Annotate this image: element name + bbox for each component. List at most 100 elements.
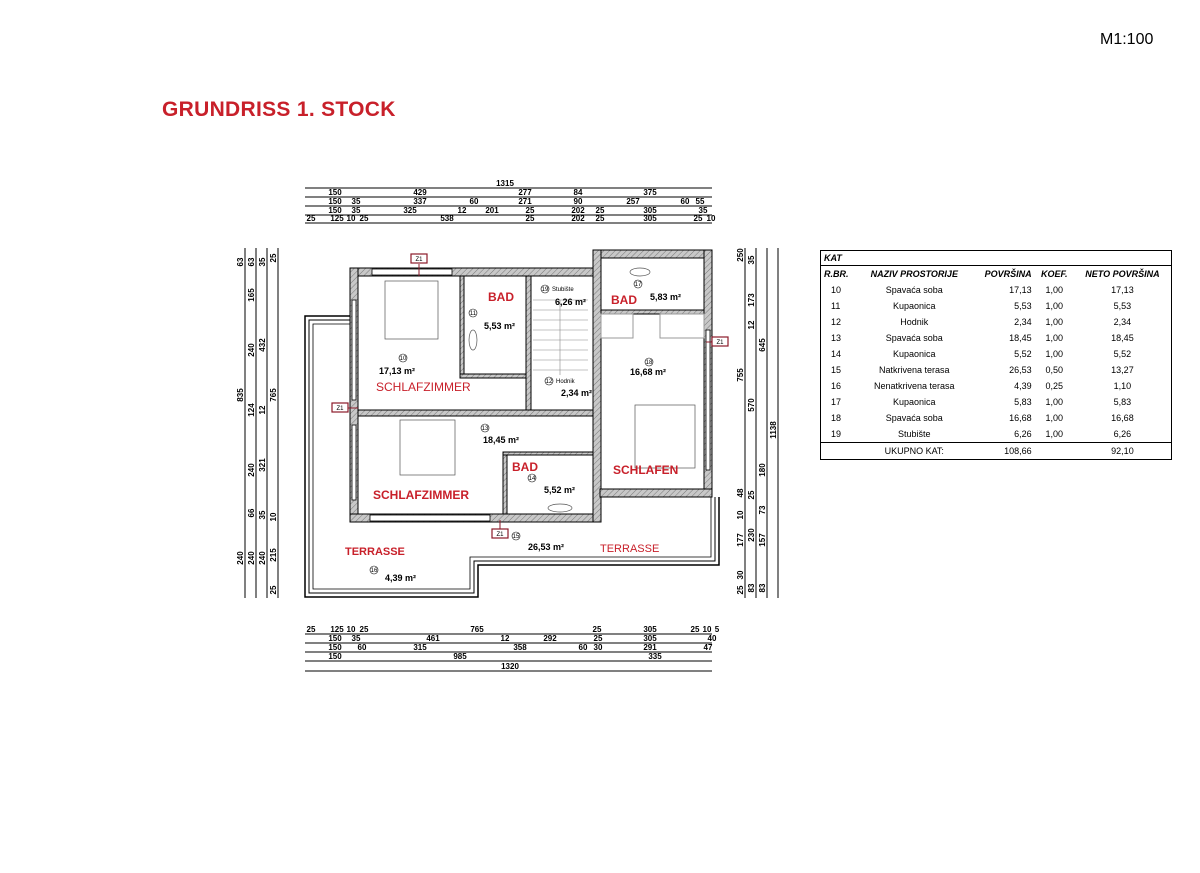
dimension-label: 60 [470,197,479,206]
gross-area: 5,53 [1014,301,1032,311]
dimension-label: 5 [715,625,720,634]
dimension-label: 25 [526,214,535,223]
dimension-label: 432 [258,338,267,352]
room-number: 17 [635,282,642,288]
room-terrasse-15: 15 26,53 m² TERRASSE [511,531,659,555]
dimension-label: 240 [247,551,256,565]
section-tags: Z1 Z1 Z1 Z1 [331,253,729,539]
dimension-label: 63 [247,257,256,266]
dimension-label: 358 [513,643,527,652]
net-area: 5,52 [1113,349,1132,359]
dimension-label: 538 [440,214,454,223]
windows [351,268,711,522]
dimension-label: 35 [747,255,756,264]
room-schlafzimmer-13: 13 18,45 m² SCHLAFZIMMER [373,423,519,502]
dimension-label: 165 [247,288,256,302]
dimension-label: 48 [736,488,745,497]
dimension-label: 83 [758,583,767,592]
room-number: 12 [546,379,553,385]
room-label: SCHLAFZIMMER [373,488,469,502]
dimension-label: 30 [594,643,603,652]
dimension-label: 60 [681,197,690,206]
section-tag: Z1 [496,532,504,538]
room-bad-11: BAD 11 5,53 m² [468,290,515,331]
room-number: 13 [482,426,489,432]
room-name: Spavaća soba [885,413,943,423]
room-number: 14 [529,476,536,482]
room-label: Stubište [552,287,574,293]
dimension-label: 150 [328,206,342,215]
dimension-label: 335 [648,652,662,661]
dimension-label: 25 [360,214,369,223]
dimension-label: 63 [236,257,245,266]
room-name: Spavaća soba [885,333,943,343]
dimension-label: 25 [747,490,756,499]
room-terrasse-16: TERRASSE 16 4,39 m² [345,546,416,583]
room-name: Kupaonica [893,301,936,311]
gross-area: 17,13 [1009,285,1032,295]
room-label: BAD [488,290,514,304]
dimension-label: 30 [736,570,745,579]
dimension-label: 277 [518,188,532,197]
gross-area: 26,53 [1009,365,1032,375]
coefficient: 1,00 [1045,429,1064,439]
net-area: 6,26 [1113,429,1132,439]
net-area: 13,27 [1111,365,1134,375]
dimension-label: 570 [747,398,756,412]
room-name: Nenatkrivena terasa [874,381,955,391]
dimension-label: 25 [596,214,605,223]
gross-area: 5,52 [1014,349,1032,359]
area-table: KAT R.BR. NAZIV PROSTORIJE POVRŠINA KOEF… [820,250,1172,460]
room-name: Hodnik [900,317,929,327]
dimension-label: 150 [328,652,342,661]
dimension-label: 292 [543,634,557,643]
room-number: 16 [371,568,378,574]
room-bad-14: BAD 14 5,52 m² [512,460,575,495]
row-number: 11 [831,301,841,311]
room-label: TERRASSE [345,546,405,558]
dimension-label: 305 [643,206,657,215]
net-area: 17,13 [1111,285,1134,295]
room-name: Spavaća soba [885,285,943,295]
dimension-label: 10 [347,625,356,634]
dimension-label: 202 [571,214,585,223]
dimension-label: 25 [307,625,316,634]
net-area: 18,45 [1111,333,1134,343]
coefficient: 0,25 [1045,381,1064,391]
dimension-label: 325 [403,206,417,215]
staircase [533,299,588,375]
net-area: 1,10 [1113,381,1132,391]
room-area: 5,53 m² [484,321,515,331]
dimension-label: 12 [747,320,756,329]
dimension-label: 47 [704,643,713,652]
section-tag: Z1 [415,257,423,263]
dimension-label: 180 [758,463,767,477]
room-bad-17: BAD 17 5,83 m² [611,279,681,307]
coefficient: 1,00 [1045,413,1064,423]
dimension-label: 985 [453,652,467,661]
dimension-label: 125 [330,214,344,223]
dimension-label: 35 [352,634,361,643]
dimension-label: 230 [747,528,756,542]
dimension-label: 337 [413,197,427,206]
room-area: 16,68 m² [630,367,666,377]
dimension-label: 1138 [769,421,778,439]
dimension-label: 202 [571,206,585,215]
dimension-label: 315 [413,643,427,652]
room-name: Kupaonica [893,349,936,359]
dimension-label: 25 [526,206,535,215]
room-number: 11 [470,311,477,317]
dimension-label: 25 [360,625,369,634]
room-name: Stubište [898,429,931,439]
dimension-label: 765 [269,388,278,402]
net-area: 2,34 [1113,317,1132,327]
room-label: SCHLAFZIMMER [376,380,471,394]
col-header: NETO POVRŠINA [1085,269,1160,279]
room-area: 26,53 m² [528,542,564,552]
